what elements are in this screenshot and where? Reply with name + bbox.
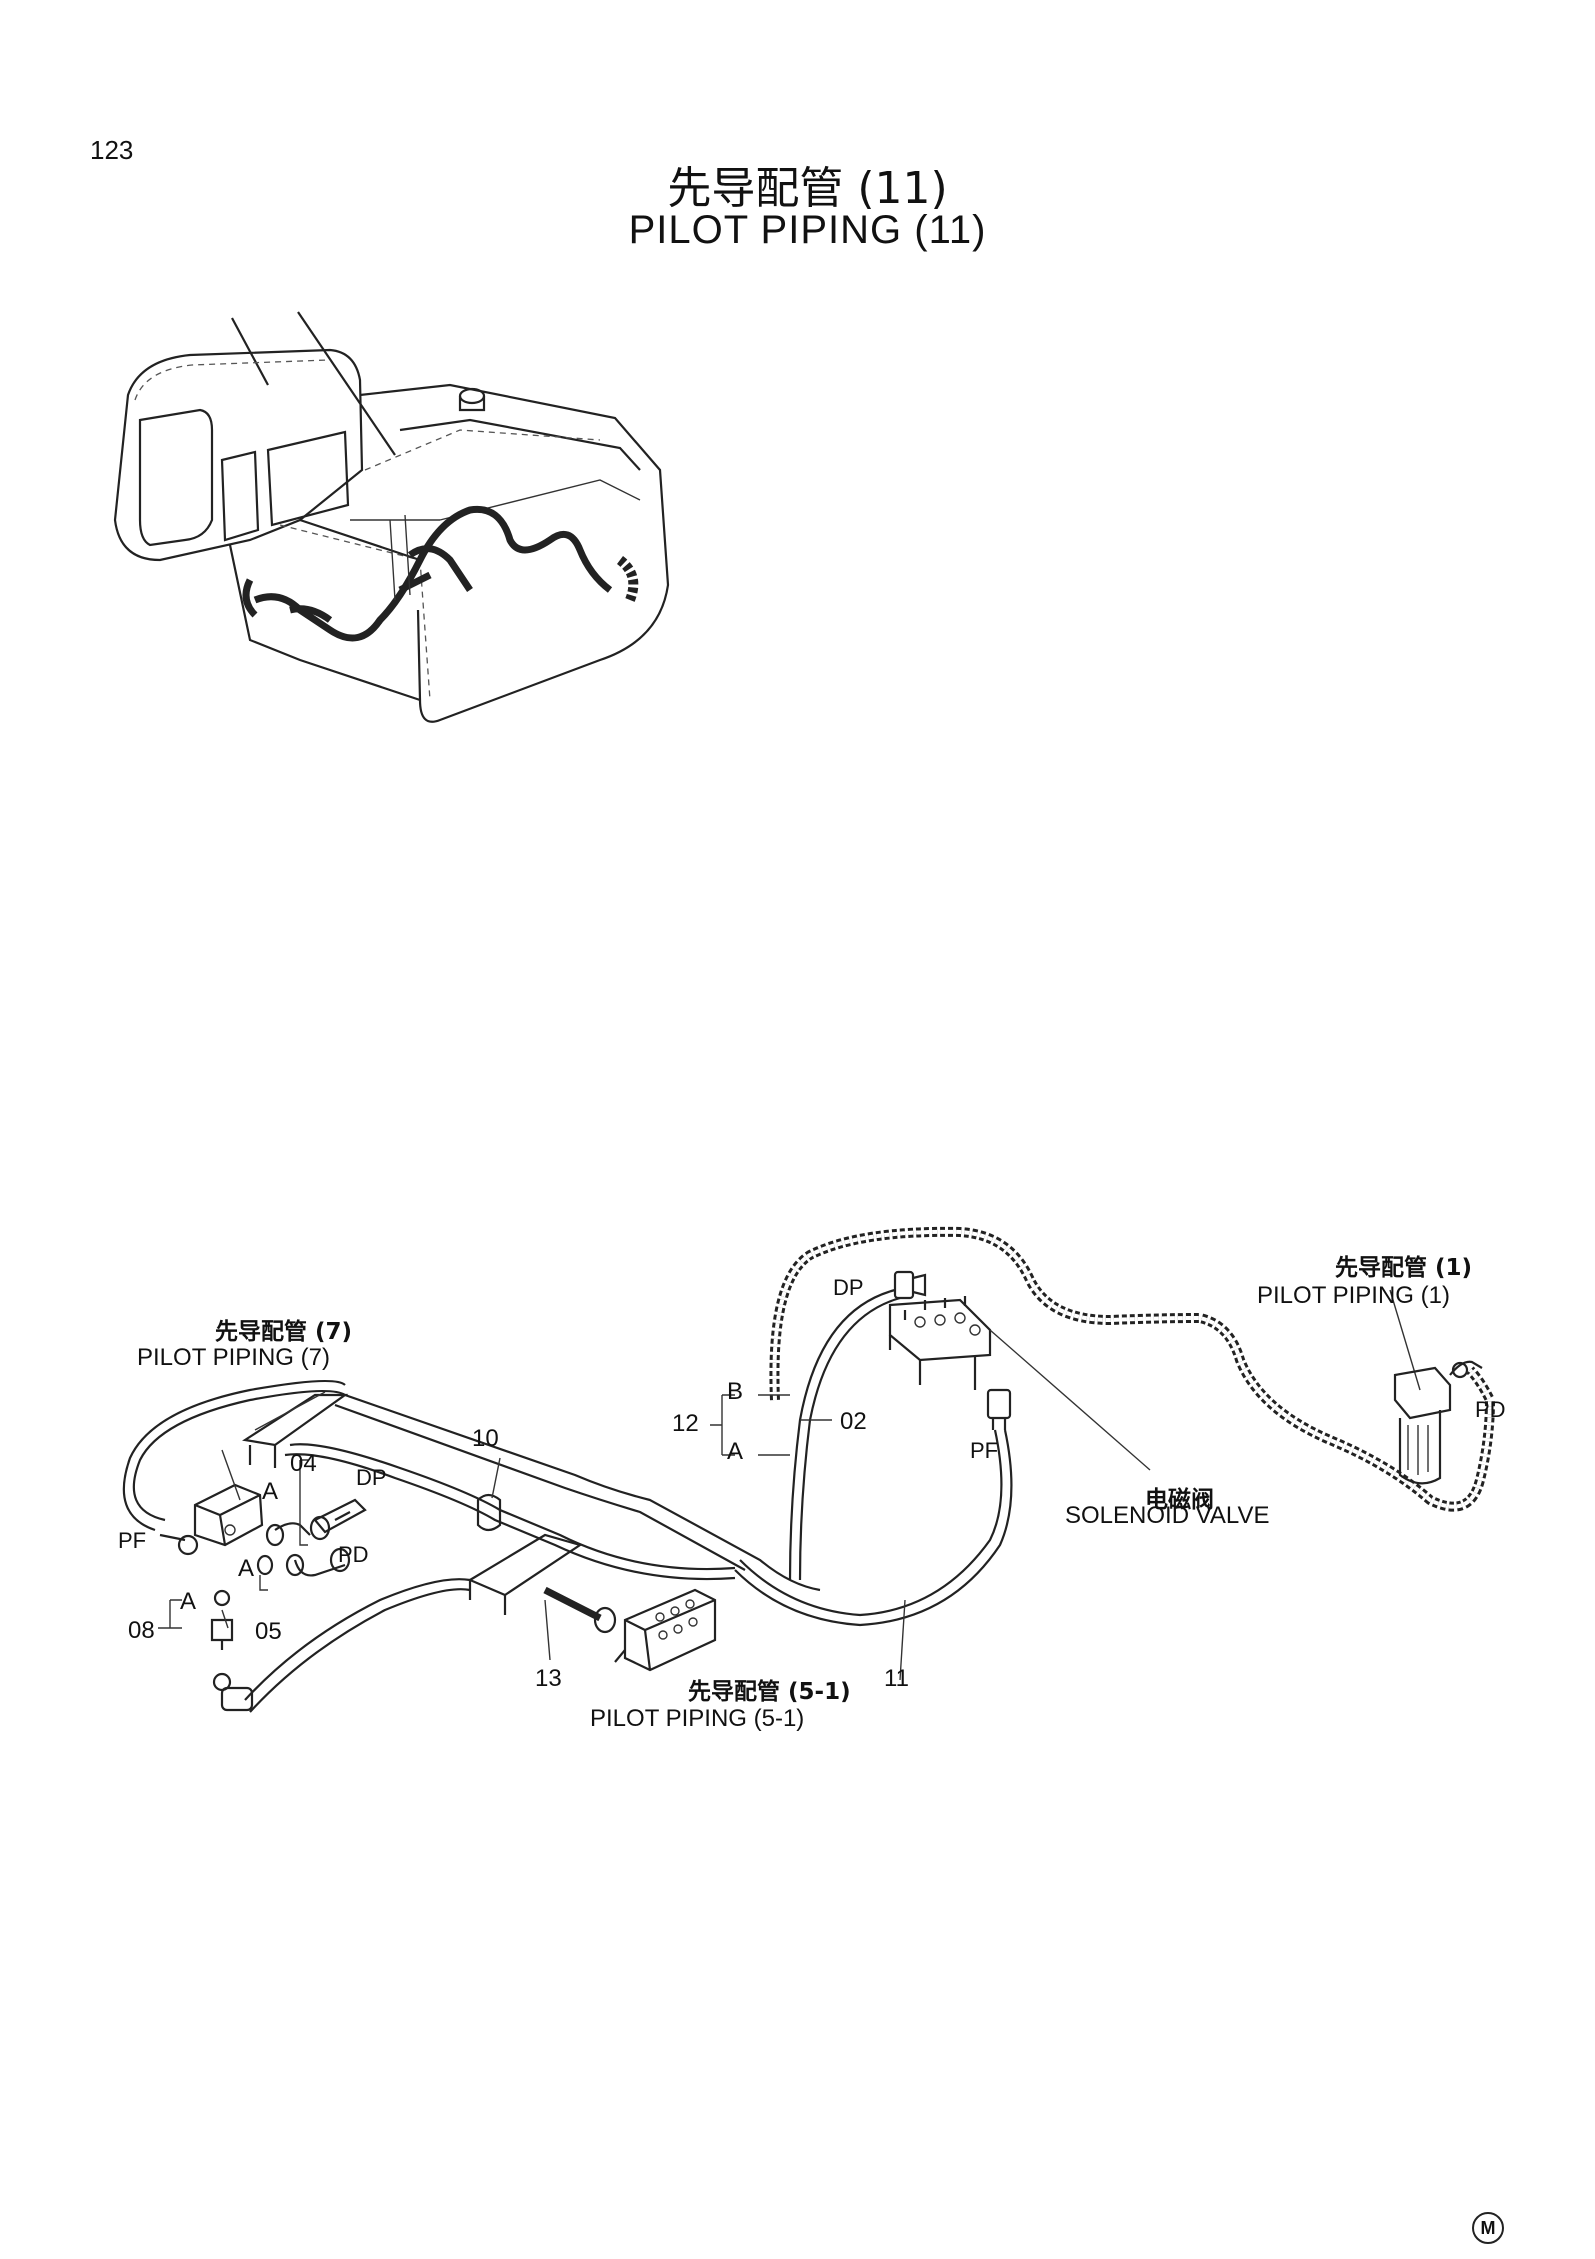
excavator-overview-drawing	[113, 311, 670, 723]
part-number-11: 11	[884, 1665, 909, 1692]
part-number-02: 02	[840, 1408, 867, 1435]
solenoid-valve-cn: 电磁阀	[1145, 1487, 1214, 1513]
port-mark-a-04: A	[262, 1478, 279, 1505]
page-number: 123	[90, 135, 134, 165]
ref-pilot-piping-7-cn: 先导配管 (7)	[215, 1319, 353, 1345]
part-number-08: 08	[128, 1617, 155, 1644]
solenoid-valve-drawing	[888, 1296, 992, 1390]
corner-m-mark: M	[1472, 2212, 1504, 2244]
port-mark-pd-right: PD	[1475, 1397, 1506, 1422]
port-mark-pf-mid: PF	[970, 1438, 999, 1463]
part-number-13: 13	[535, 1665, 562, 1692]
port-mark-pd-left: PD	[338, 1542, 369, 1567]
ref-pilot-piping-7-en: PILOT PIPING (7)	[137, 1344, 330, 1371]
ref-pilot-piping-1-cn: 先导配管 (1)	[1335, 1255, 1473, 1281]
part-number-05: 05	[255, 1618, 282, 1645]
ref-pilot-piping-1-en: PILOT PIPING (1)	[1257, 1282, 1450, 1309]
pilot-piping-detail-drawing	[122, 1226, 1496, 1713]
port-mark-dp-left: DP	[356, 1465, 387, 1490]
part-number-12: 12	[672, 1410, 699, 1437]
port-mark-a-12: A	[727, 1438, 744, 1465]
part-number-10: 10	[472, 1425, 499, 1452]
ref-pilot-piping-5-1-cn: 先导配管 (5-1)	[688, 1679, 851, 1705]
port-mark-dp-top: DP	[833, 1275, 864, 1300]
page-title-english: PILOT PIPING (11)	[628, 208, 987, 252]
solenoid-valve-en: SOLENOID VALVE	[1065, 1502, 1270, 1529]
ref-pilot-piping-5-1-en: PILOT PIPING (5-1)	[590, 1705, 805, 1732]
port-mark-a-08: A	[180, 1588, 197, 1615]
page-title-chinese: 先导配管 (11)	[667, 163, 948, 214]
part-number-04: 04	[290, 1450, 317, 1477]
port-mark-a-05: A	[238, 1555, 255, 1582]
port-mark-b: B	[727, 1378, 744, 1405]
port-mark-pf-left: PF	[118, 1528, 147, 1553]
